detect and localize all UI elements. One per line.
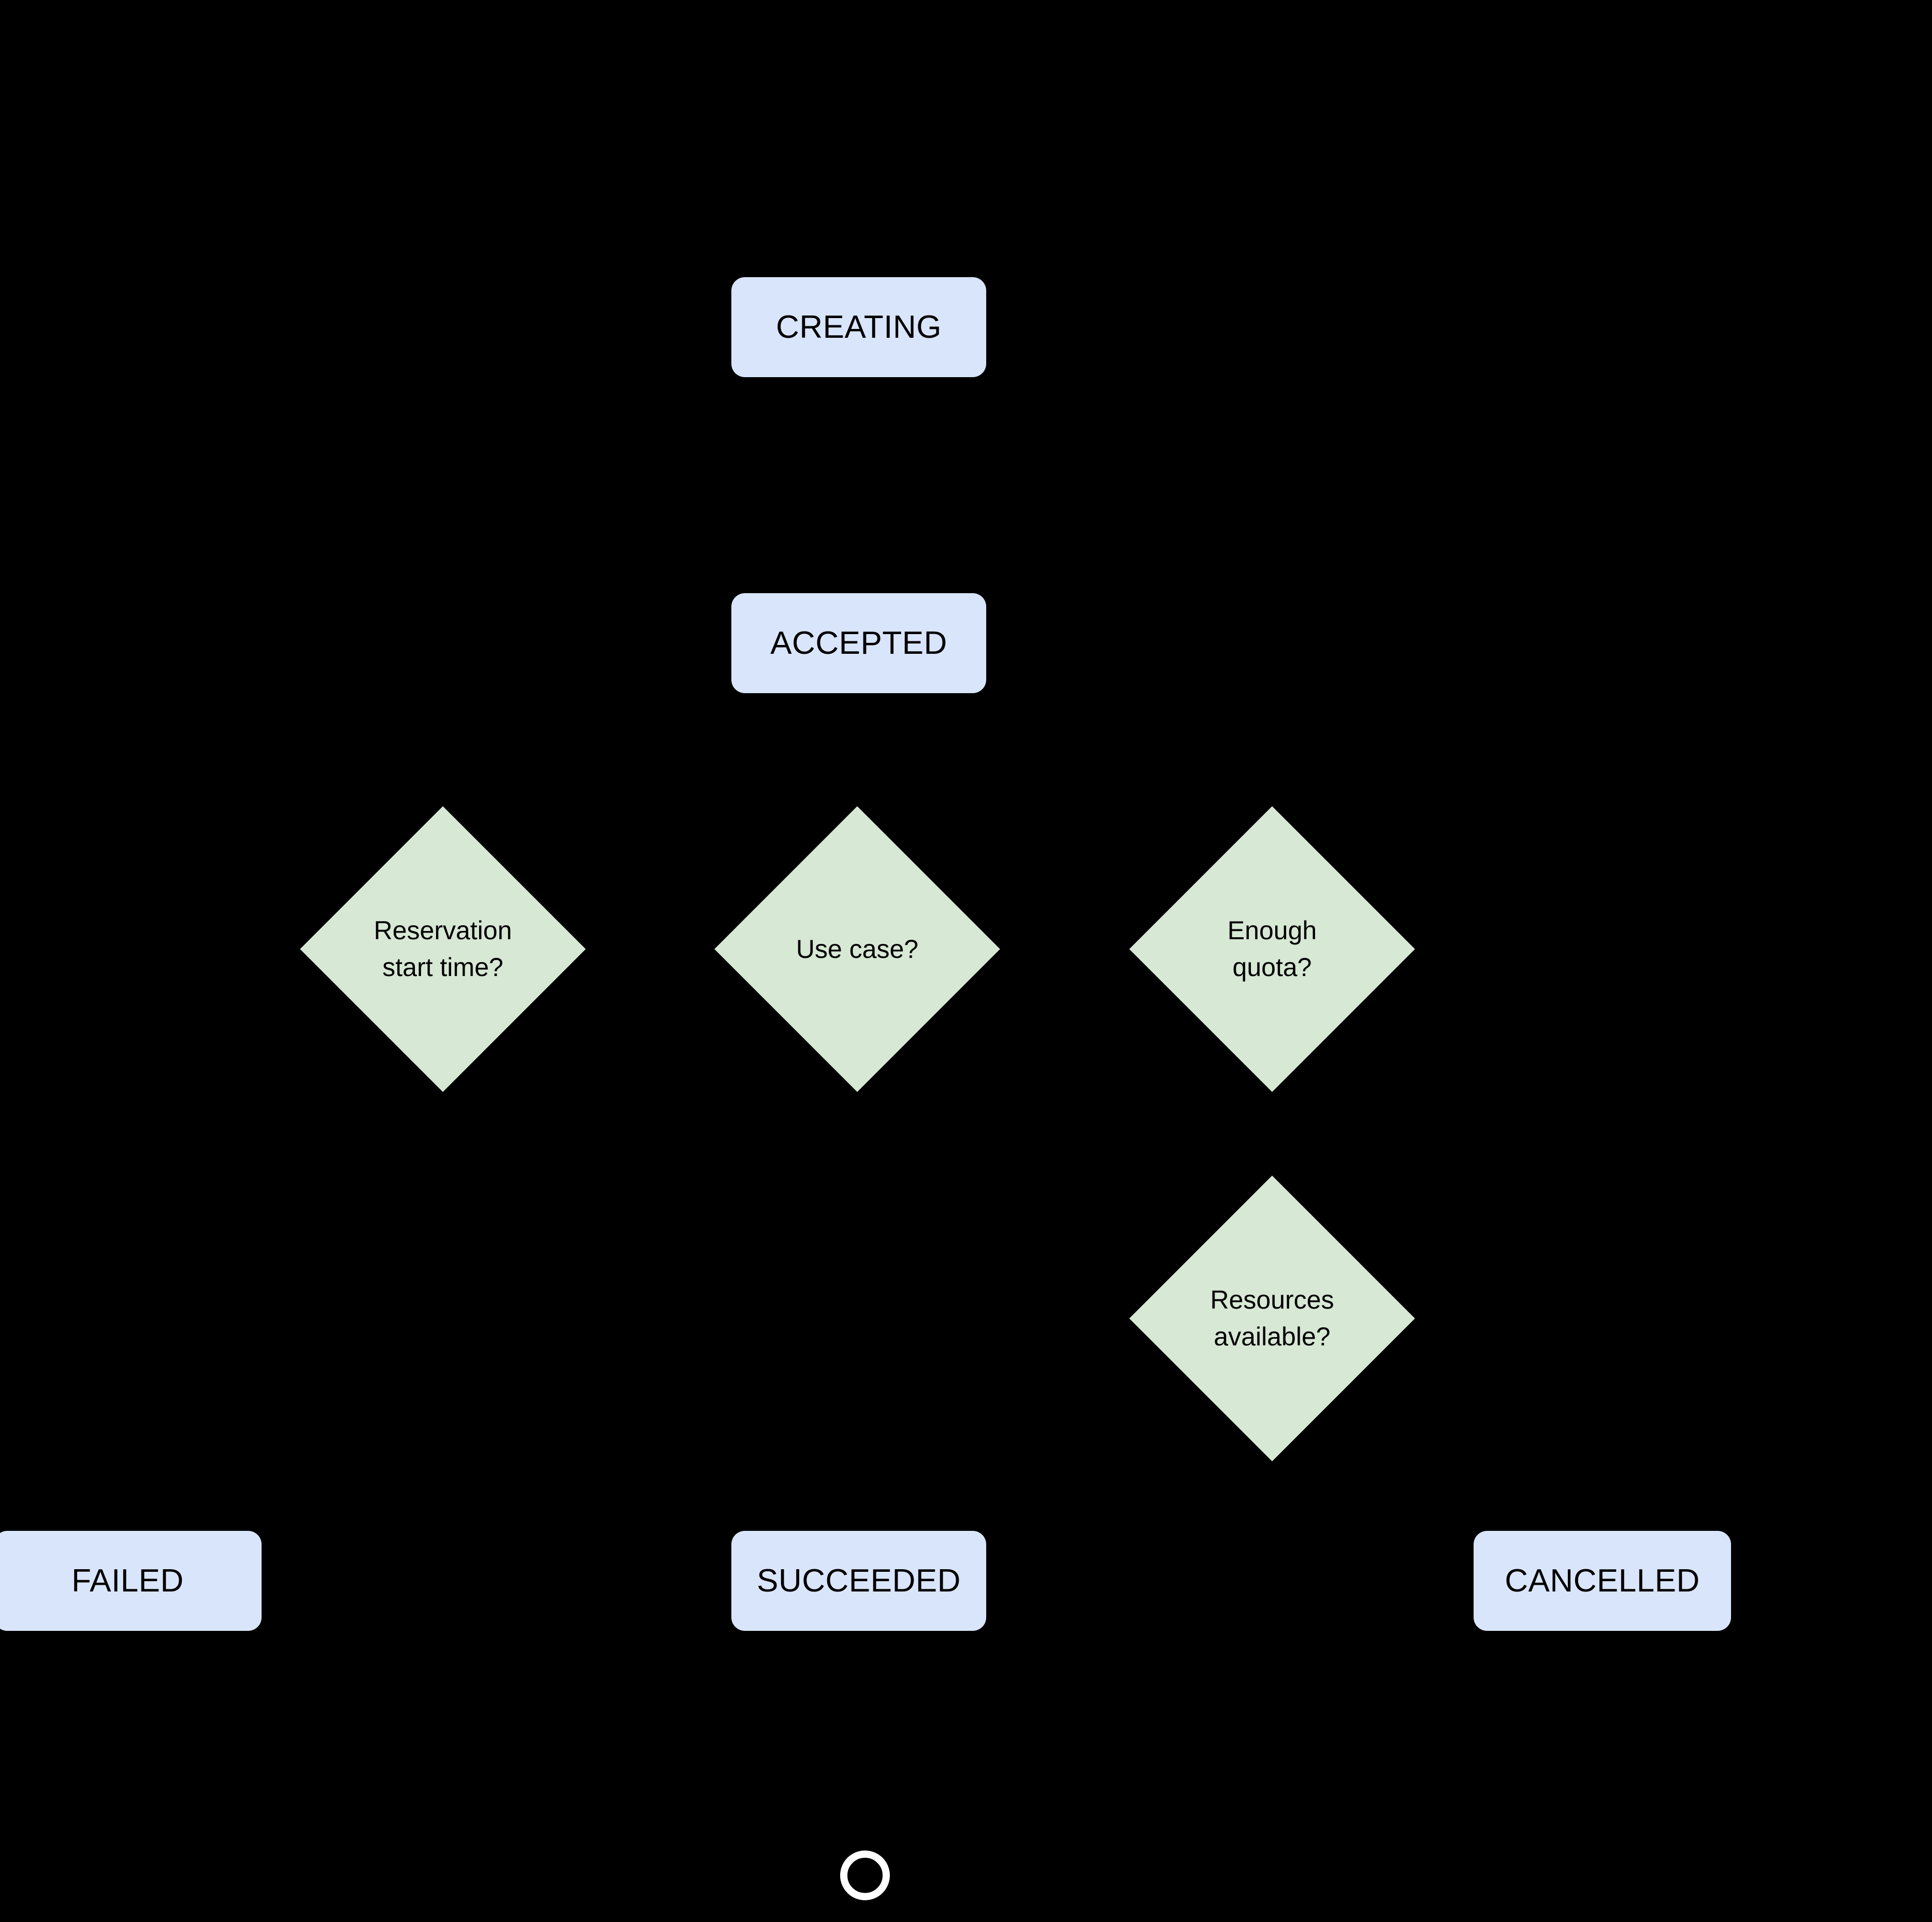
- decision-label-resources-available: Resources available?: [1210, 1285, 1334, 1351]
- state-label-creating: CREATING: [776, 309, 942, 345]
- state-label-accepted: ACCEPTED: [770, 625, 947, 661]
- state-box-accepted[interactable]: ACCEPTED: [731, 593, 986, 693]
- decision-use-case[interactable]: Use case?: [714, 806, 1000, 1092]
- decision-reservation-start-time[interactable]: Reservation start time?: [300, 806, 586, 1092]
- connector-resources-available-to-cancelled: [1270, 1419, 1474, 1583]
- state-box-succeeded[interactable]: SUCCEEDED: [731, 1531, 986, 1631]
- connector-reservation-start-time-to-failed: [262, 1050, 445, 1533]
- end-node-circle[interactable]: [840, 1851, 890, 1900]
- state-label-failed: FAILED: [71, 1563, 184, 1599]
- state-box-failed[interactable]: FAILED: [0, 1531, 262, 1631]
- state-label-succeeded: SUCCEEDED: [757, 1563, 961, 1599]
- decision-enough-quota[interactable]: Enough quota?: [1129, 806, 1415, 1092]
- decision-label-reservation-start-time: Reservation start time?: [373, 916, 512, 982]
- decision-label-use-case: Use case?: [796, 934, 919, 964]
- state-label-cancelled: CANCELLED: [1505, 1563, 1700, 1599]
- state-box-cancelled[interactable]: CANCELLED: [1474, 1531, 1731, 1631]
- decision-label-enough-quota: Enough quota?: [1227, 916, 1317, 982]
- state-box-creating[interactable]: CREATING: [731, 277, 986, 377]
- decision-resources-available[interactable]: Resources available?: [1129, 1175, 1415, 1461]
